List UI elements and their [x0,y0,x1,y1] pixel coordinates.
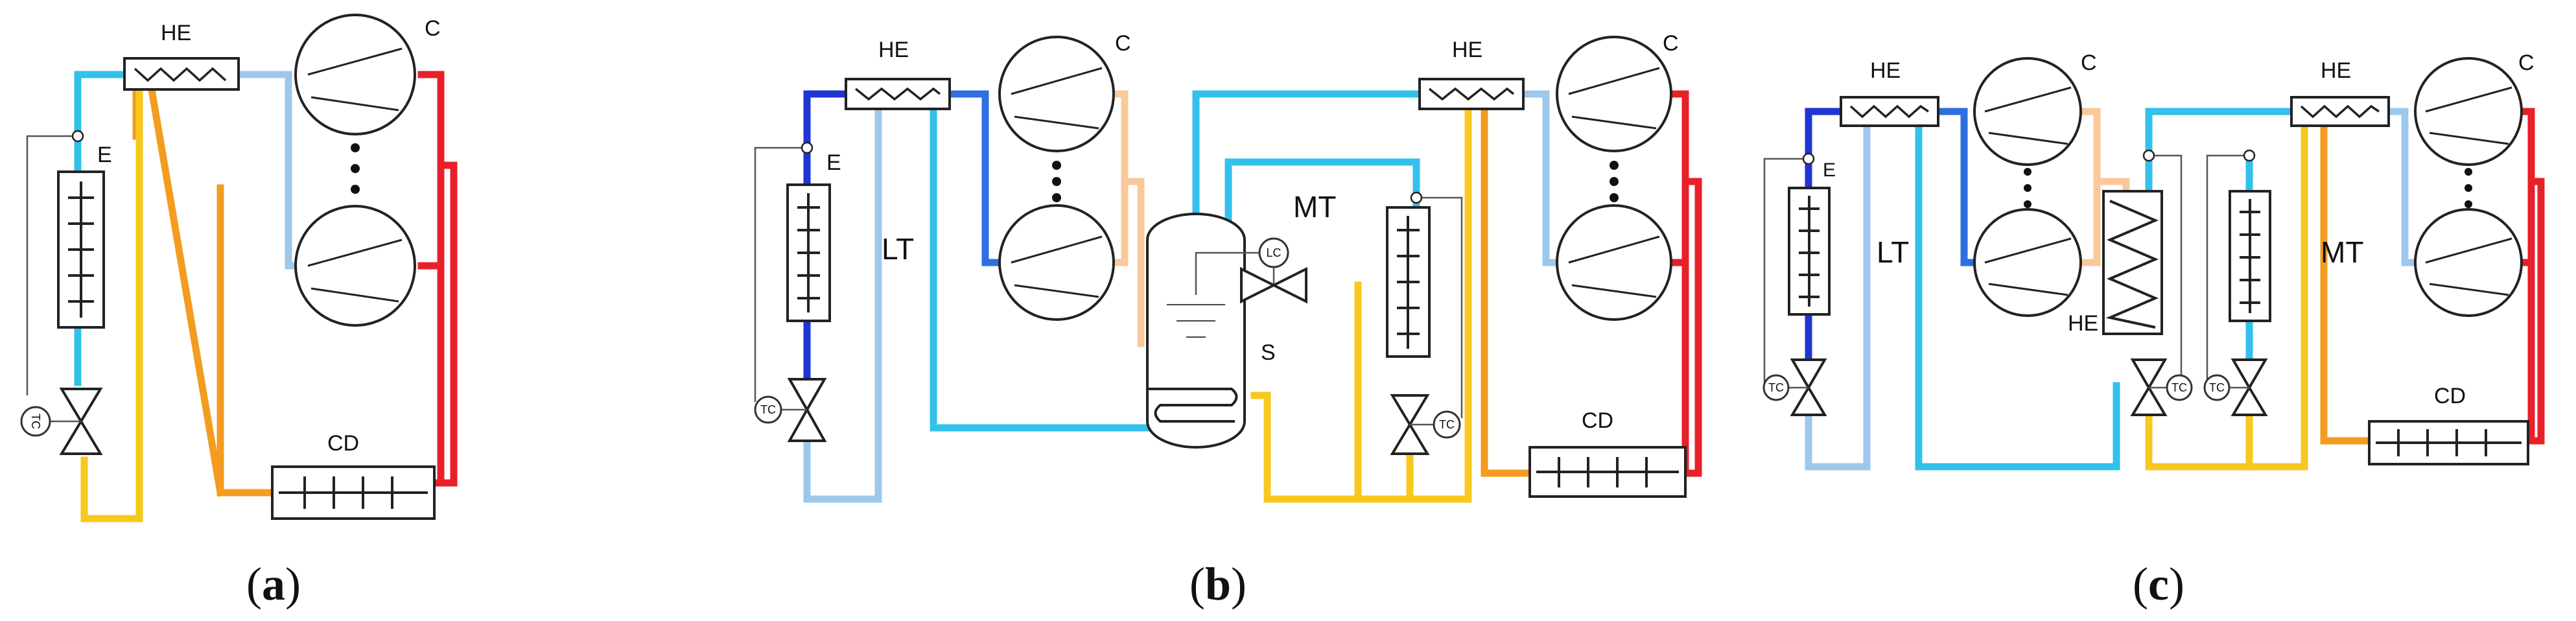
tc-sensor-mid [2166,374,2193,401]
lt-compressor-top-c [1973,57,2082,166]
lt-label-c: LT [1877,235,1909,269]
c-right-label-c: C [2518,51,2535,75]
s-label: S [1261,340,1276,365]
pipe-red-mt [1665,90,1702,477]
lc-valve [1240,266,1277,304]
separator-coil [1147,388,1238,423]
heat-exchanger-coil [134,67,227,82]
pipe-orange [132,70,276,497]
dot-3 [351,185,360,194]
mt-compressor-top-c [2414,57,2523,166]
mt-compressor-bottom [1556,204,1672,321]
cascade-heat-exchanger [2102,190,2163,335]
lt-compressor-bottom-c [1973,208,2082,317]
mt-label-c: MT [2321,235,2363,269]
cd-label: CD [327,431,359,456]
lt-label-b: LT [882,232,914,266]
dot-2 [351,164,360,173]
cd-label-c: CD [2434,384,2466,408]
he-left-label-c: HE [1870,58,1901,83]
expansion-valve [59,388,103,424]
c-left-label: C [1115,31,1131,56]
c-left-label-c: C [2081,51,2097,75]
mid-valve [2130,358,2168,390]
he-label: HE [161,21,191,45]
compressor-bottom [294,205,416,327]
tc-left-label-c: TC [1768,381,1784,394]
pipe-light-blue [217,71,305,270]
panel-a: HE C E TC CD [20,14,458,610]
tc-right-label-b: TC [1439,418,1455,431]
he-right-label-c: HE [2321,58,2351,83]
pipe-yellow-c [2145,123,2308,471]
lt-compressor-bottom [998,204,1115,321]
pipe-dark-blue-lt [803,90,853,390]
pipe-light-blue-mt [1493,90,1560,266]
caption-b: (b) [1189,558,1247,610]
pipe-yellow [80,73,143,522]
pipe-light-blue-lt [803,106,882,503]
caption-c: (c) [2133,558,2184,610]
separator-tank [1146,213,1246,449]
tc-mid-label: TC [2172,381,2187,394]
he-mt [1418,78,1525,110]
pipe-orange-mt [1481,106,1534,477]
caption-a: (a) [246,558,301,610]
c-right-label: C [1663,31,1679,56]
mt-label-b: MT [1293,190,1336,224]
pipe-peach-lt [1108,90,1145,347]
e-left-label-c: E [1823,159,1836,181]
he-right-label: HE [1452,38,1482,62]
dot-1 [351,143,360,152]
mt-compressor-bottom-c [2414,208,2523,317]
e-label: E [97,143,112,167]
pipe-orange-c [2320,123,2373,445]
tc-sensor-lt-c [1762,374,1790,401]
tc-left-label-b: TC [760,403,776,416]
e-label-b: E [826,150,841,175]
pipe-yellow-mt [1250,106,1472,503]
tc-sensor [20,406,51,437]
tc-right-label-c: TC [2209,381,2225,394]
mt-compressor-top [1556,36,1672,152]
tc-sensor-mt [1433,410,1461,439]
panel-b: HE C E LT TC S [754,31,1702,610]
c-label: C [425,16,441,41]
mt-valve-c [2231,358,2268,390]
lc-label: LC [1266,246,1281,259]
compressor-top [294,14,416,135]
pipe-cyan-lt [930,106,1151,432]
he-left-label: HE [878,38,909,62]
pipe-peach-c [2074,108,2130,266]
tc-label: TC [29,414,42,429]
tc-sensor-mt-c [2203,374,2231,401]
cd-label-b: CD [1582,408,1613,433]
lt-valve-c [1790,358,1827,390]
pipe-red [417,71,458,487]
pipe-blue-lt [943,90,1005,266]
he-mid-label: HE [2068,311,2098,336]
lt-compressor-top [998,36,1115,152]
tc-sensor-lt [754,395,782,424]
panel-c: HE C E LT TC HE [1762,51,2545,610]
lt-expansion-valve [787,378,827,413]
mt-expansion-valve [1390,394,1430,427]
pipe-blue-c [1915,108,1981,266]
tc-signal-line [26,135,78,395]
pipe-light-blue-c [1805,123,1871,471]
